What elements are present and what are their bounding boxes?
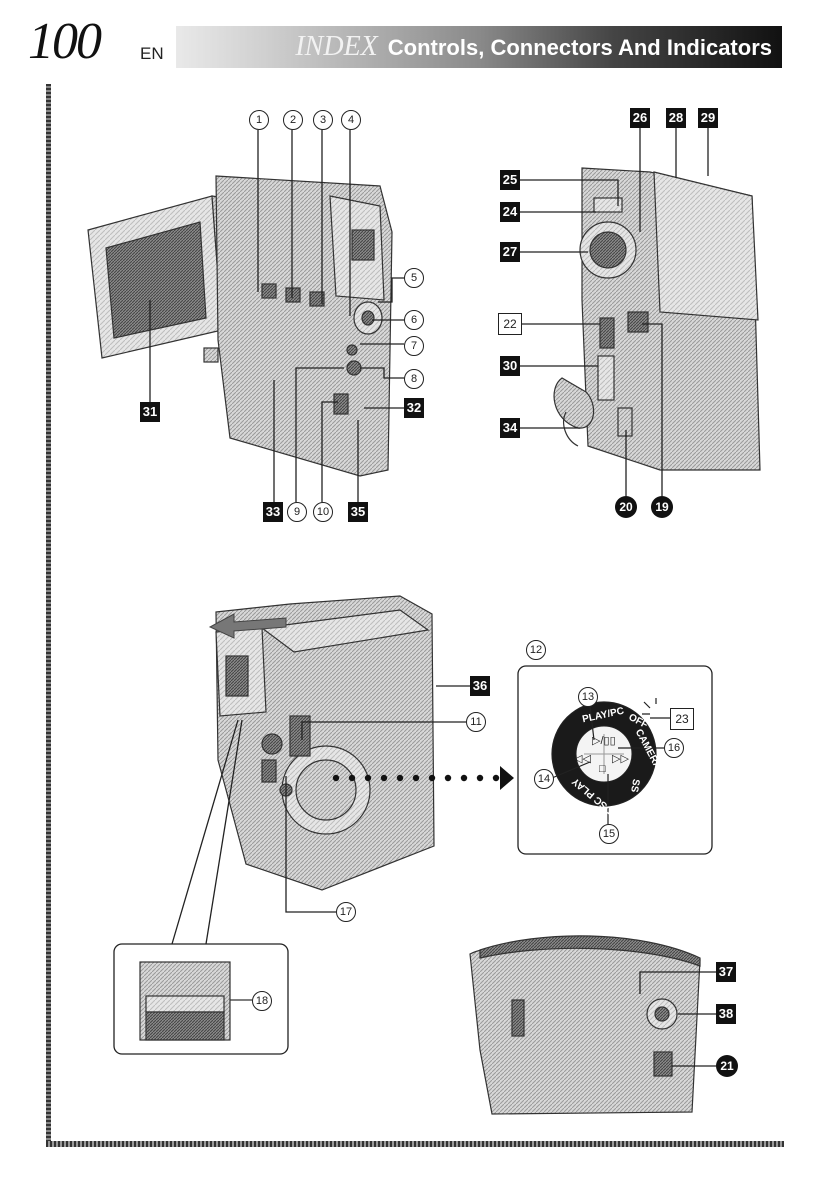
callout-12: 12 <box>526 640 546 660</box>
leader-lines-bottom-right <box>639 971 716 1067</box>
callout-16: 16 <box>664 738 684 758</box>
page-language: EN <box>140 44 164 63</box>
callout-15: 15 <box>599 824 619 844</box>
camcorder-side-view <box>215 595 435 891</box>
callout-35: 35 <box>348 502 368 522</box>
index-label: INDEX <box>295 31 378 62</box>
slide-direction-arrow <box>208 613 287 639</box>
header-banner: INDEX Controls, Connectors And Indicators <box>176 26 782 68</box>
fast-forward-icon: ▷▷ <box>612 753 629 765</box>
callout-6: 6 <box>404 310 424 330</box>
callout-28: 28 <box>666 108 686 128</box>
section-title-text: Controls, Connectors And Indicators <box>387 35 772 60</box>
callout-36: 36 <box>470 676 490 696</box>
callout-33: 33 <box>263 502 283 522</box>
callout-7: 7 <box>404 336 424 356</box>
callout-3: 3 <box>313 110 333 130</box>
zoom-inset-connector <box>139 961 252 1041</box>
play-pause-icon: ▷/▯▯ <box>592 735 616 747</box>
callout-8: 8 <box>404 369 424 389</box>
callout-24: 24 <box>500 202 520 222</box>
mode-dial <box>551 701 657 807</box>
callout-4: 4 <box>341 110 361 130</box>
dotted-connector <box>332 766 514 790</box>
callout-17: 17 <box>336 902 356 922</box>
callout-5: 5 <box>404 268 424 288</box>
rewind-icon: ◁◁ <box>574 753 591 765</box>
callout-2: 2 <box>283 110 303 130</box>
callout-34: 34 <box>500 418 520 438</box>
leader-lines-top-right <box>520 128 709 496</box>
callout-22: 22 <box>498 313 522 335</box>
stop-icon: □ <box>599 763 606 775</box>
section-title: INDEX Controls, Connectors And Indicators <box>295 31 772 63</box>
leader-lines-bottom-center <box>171 685 470 945</box>
callout-32: 32 <box>404 398 424 418</box>
callout-29: 29 <box>698 108 718 128</box>
camcorder-bottom-view <box>469 935 701 1115</box>
callout-25: 25 <box>500 170 520 190</box>
callout-19: 19 <box>651 496 673 518</box>
camcorder-lcd-open-view <box>87 175 393 477</box>
callout-38: 38 <box>716 1004 736 1024</box>
callout-11: 11 <box>466 712 486 732</box>
callout-13: 13 <box>578 687 598 707</box>
callout-21: 21 <box>716 1055 738 1077</box>
callout-18: 18 <box>252 991 272 1011</box>
callout-37: 37 <box>716 962 736 982</box>
leader-lines-top-left <box>149 130 404 502</box>
callout-31: 31 <box>140 402 160 422</box>
callout-14: 14 <box>534 769 554 789</box>
page-number: 100 <box>28 13 102 70</box>
callout-9: 9 <box>287 502 307 522</box>
callout-20: 20 <box>615 496 637 518</box>
callout-26: 26 <box>630 108 650 128</box>
left-margin-rule <box>46 84 51 1146</box>
camcorder-front-view <box>553 167 761 471</box>
callout-10: 10 <box>313 502 333 522</box>
callout-30: 30 <box>500 356 520 376</box>
dial-label-ss: SS <box>628 777 642 794</box>
callout-1: 1 <box>249 110 269 130</box>
callout-23: 23 <box>670 708 694 730</box>
bottom-rule <box>46 1141 784 1147</box>
callout-27: 27 <box>500 242 520 262</box>
dial-leaders <box>551 698 670 824</box>
